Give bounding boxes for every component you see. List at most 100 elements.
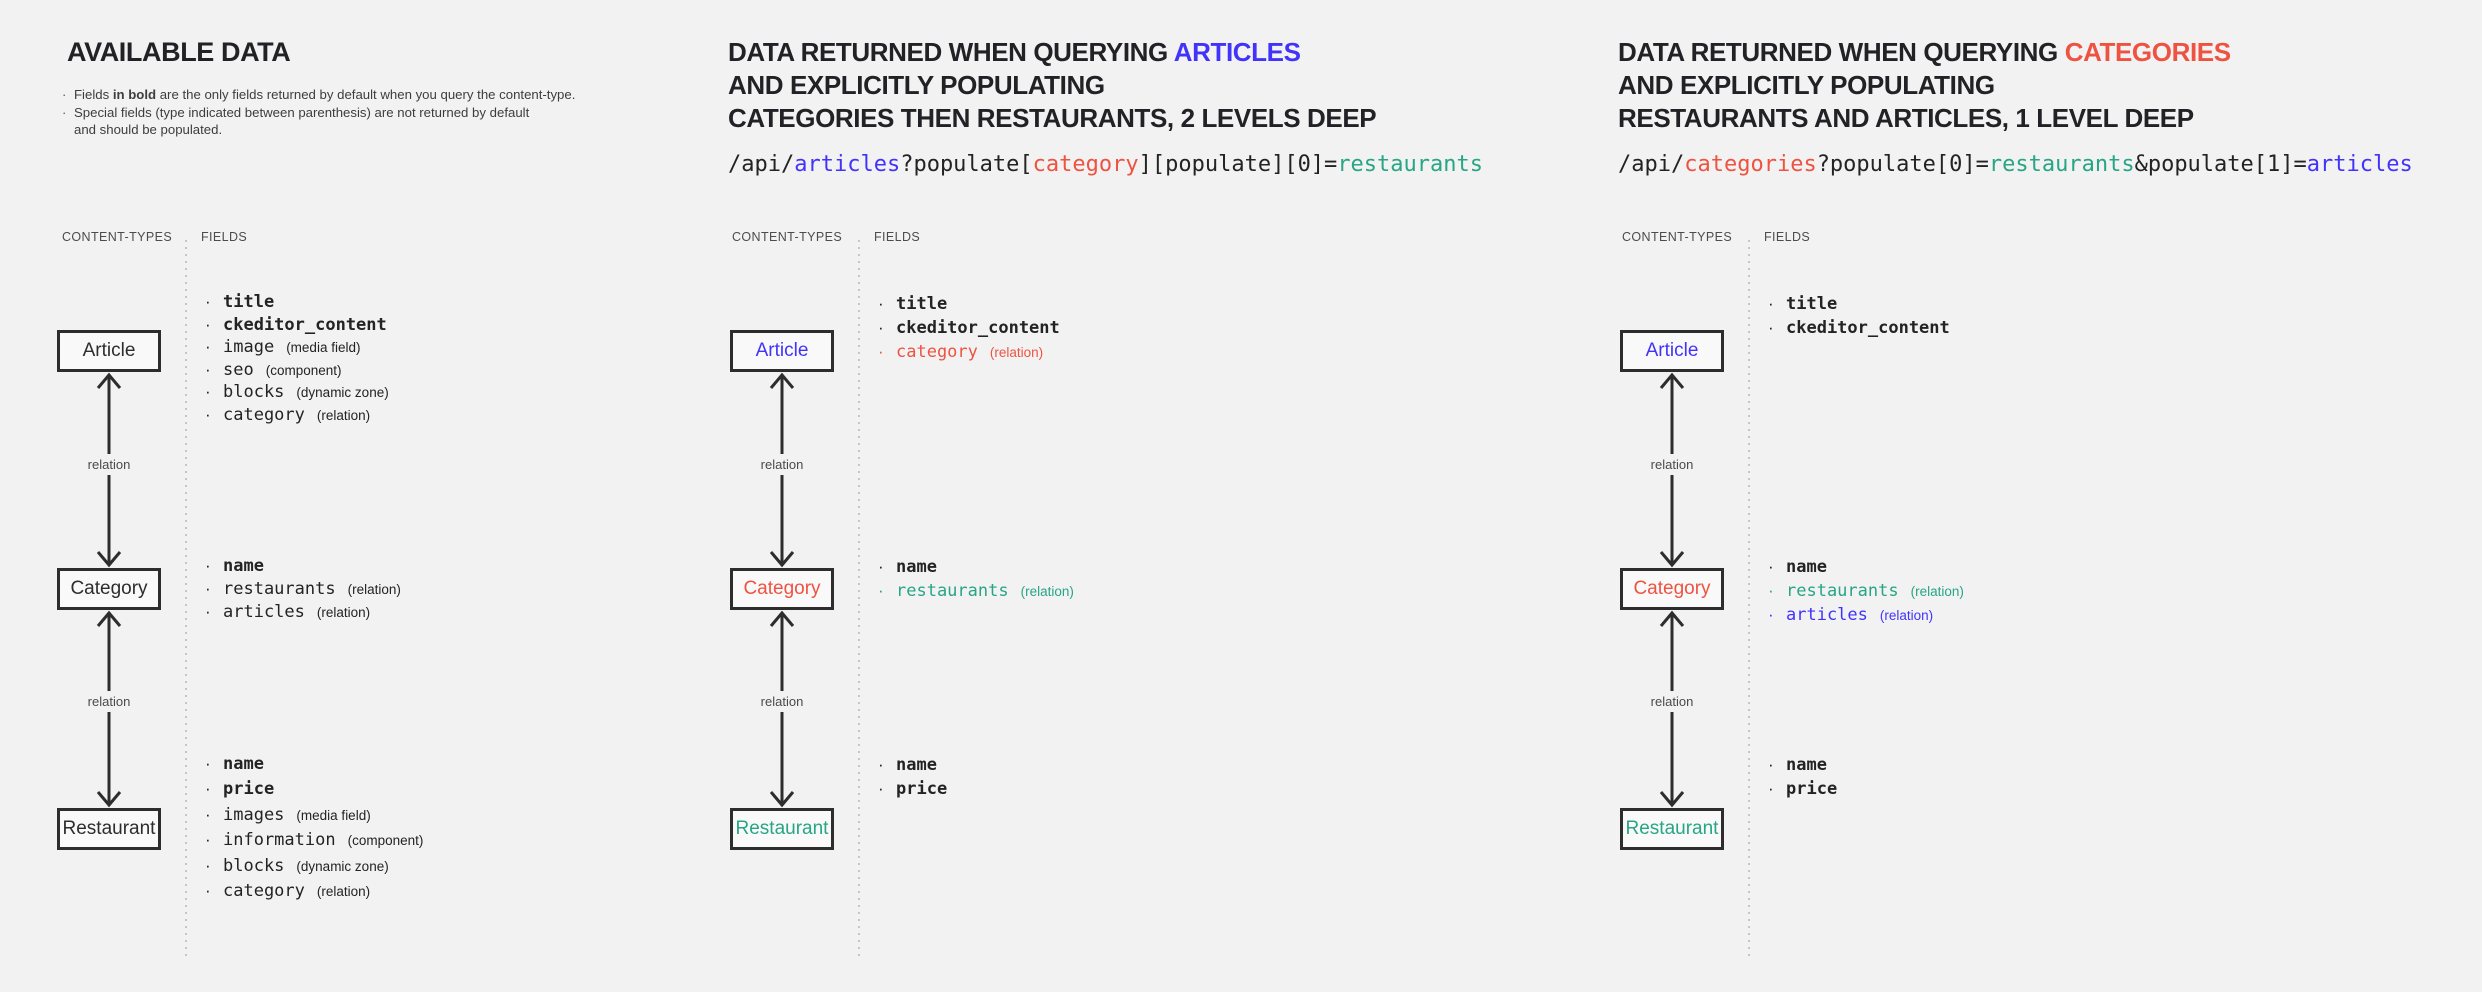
field-name: title — [223, 292, 275, 312]
field-name: restaurants — [223, 579, 336, 599]
text-segment: ?populate[ — [900, 152, 1033, 177]
field-row: ·category(relation) — [878, 342, 1060, 366]
field-row: ·blocks(dynamic zone) — [205, 856, 423, 881]
field-row: ·ckeditor_content — [205, 315, 389, 338]
text-segment: CATEGORIES THEN RESTAURANTS, 2 LEVELS DE… — [728, 103, 1377, 133]
bullet-icon: · — [205, 579, 211, 598]
field-type: (dynamic zone) — [296, 385, 389, 400]
bullet-icon: · — [878, 581, 884, 600]
field-row: ·price — [1768, 779, 1837, 803]
text-segment: /api/ — [728, 152, 795, 177]
field-name: blocks — [223, 382, 285, 402]
fields-list-category: ·name·restaurants(relation) — [878, 557, 1074, 605]
title-line: AND EXPLICITLY POPULATING — [728, 69, 1376, 102]
column-divider — [1748, 240, 1750, 957]
field-row: · restaurants (relation) — [205, 579, 401, 602]
node-category: Category — [57, 568, 161, 610]
node-restaurant: Restaurant — [1620, 808, 1724, 850]
text-segment: restaurants — [1988, 152, 2135, 177]
field-name: name — [1786, 755, 1827, 775]
bullet-icon: · — [205, 292, 211, 311]
text-segment: AND EXPLICITLY POPULATING — [728, 70, 1105, 100]
node-article-label: Article — [82, 340, 136, 361]
bullet-icon: · — [1768, 318, 1774, 337]
text-segment: AND EXPLICITLY POPULATING — [1618, 70, 1995, 100]
text-segment: are the only fields returned by default … — [156, 87, 576, 102]
field-name: restaurants — [1786, 581, 1899, 601]
bullet-icon: · — [1768, 294, 1774, 313]
relation-label: relation — [755, 691, 809, 712]
text-segment: restaurants — [1337, 152, 1484, 177]
fields-list-article: · title ·ckeditor_content · image (media fiel… — [205, 292, 389, 427]
bullet-icon: · — [1768, 557, 1774, 576]
node-category-label: Category — [743, 578, 821, 599]
title-line: AVAILABLE DATA — [67, 36, 291, 69]
column-divider — [858, 240, 860, 957]
note-item: · Fields in bold are the only fields ret… — [62, 86, 602, 104]
bullet-icon: · — [878, 294, 884, 313]
node-article-label: Article — [755, 340, 809, 361]
bullet-icon: · — [878, 557, 884, 576]
field-row: ·ckeditor_content — [878, 318, 1060, 342]
fields-list-restaurant: · name ·price — [1768, 755, 1837, 803]
relation-label: relation — [82, 691, 136, 712]
field-name: title — [1786, 294, 1838, 314]
field-type: (relation) — [316, 883, 371, 899]
field-type: (relation) — [347, 582, 401, 597]
bullet-icon: · — [205, 880, 211, 900]
field-row: ·ckeditor_content — [1768, 318, 1950, 342]
title-line: RESTAURANTS AND ARTICLES, 1 LEVEL DEEP — [1618, 102, 2231, 135]
text-segment: DATA RETURNED WHEN QUERYING — [1618, 37, 2065, 67]
text-segment: ARTICLES — [1173, 37, 1301, 67]
title-line: AND EXPLICITLY POPULATING — [1618, 69, 2231, 102]
relation-label: relation — [1645, 454, 1699, 475]
node-restaurant-label: Restaurant — [62, 818, 156, 839]
field-type: (relation) — [316, 605, 371, 620]
node-article-label: Article — [1645, 340, 1699, 361]
bullet-icon: · — [205, 855, 211, 875]
panel-querying-categories: DATA RETURNED WHEN QUERYING CATEGORIES A… — [1618, 0, 2482, 992]
panel-notes: · Fields in bold are the only fields ret… — [62, 86, 602, 139]
field-name: seo — [223, 359, 254, 380]
column-divider — [185, 240, 187, 957]
field-row: ·name — [878, 755, 947, 779]
bullet-icon: · — [1768, 779, 1774, 798]
note-text: Special fields (type indicated between p… — [74, 104, 529, 139]
api-url: /api/articles?populate[category][populat… — [728, 151, 1483, 179]
field-type: (media field) — [286, 340, 361, 355]
text-segment: category — [1032, 152, 1139, 177]
relation-label: relation — [755, 454, 809, 475]
text-segment: articles — [794, 152, 901, 177]
field-name: information — [223, 830, 336, 851]
field-row: ·images(media field) — [205, 805, 423, 830]
field-type: (component) — [347, 833, 424, 849]
field-row: · title — [1768, 294, 1950, 318]
field-name: restaurants — [896, 581, 1009, 601]
field-name: image — [223, 337, 275, 357]
relation-label: relation — [82, 454, 136, 475]
field-type: (relation) — [1020, 584, 1074, 599]
column-header-content-types: CONTENT-TYPES — [732, 230, 843, 244]
field-name: name — [223, 556, 264, 576]
node-category-label: Category — [1633, 578, 1711, 599]
fields-list-restaurant: ·name·price·images(media field)·informat… — [205, 754, 423, 906]
field-type: (dynamic zone) — [296, 858, 389, 874]
field-row: ·information(component) — [205, 830, 423, 855]
title-line: DATA RETURNED WHEN QUERYING CATEGORIES — [1618, 36, 2231, 69]
field-type: (relation) — [989, 345, 1044, 360]
field-row: ·title — [878, 294, 1060, 318]
field-row: ·category(relation) — [205, 405, 389, 428]
column-header-fields: FIELDS — [201, 230, 248, 244]
column-header-content-types: CONTENT-TYPES — [1622, 230, 1733, 244]
bullet-icon: · — [205, 382, 211, 401]
column-header-fields: FIELDS — [874, 230, 921, 244]
field-type: (relation) — [1879, 608, 1934, 623]
bullet-icon: · — [205, 359, 211, 379]
text-segment: Special fields (type indicated between p… — [74, 104, 530, 120]
text-segment: &populate[1]= — [2134, 152, 2307, 177]
field-type: (component) — [265, 362, 342, 378]
text-segment: ?populate[0]= — [1816, 152, 1989, 177]
field-row: ·articles(relation) — [1768, 605, 1964, 629]
node-restaurant-label: Restaurant — [735, 818, 829, 839]
node-restaurant: Restaurant — [730, 808, 834, 850]
